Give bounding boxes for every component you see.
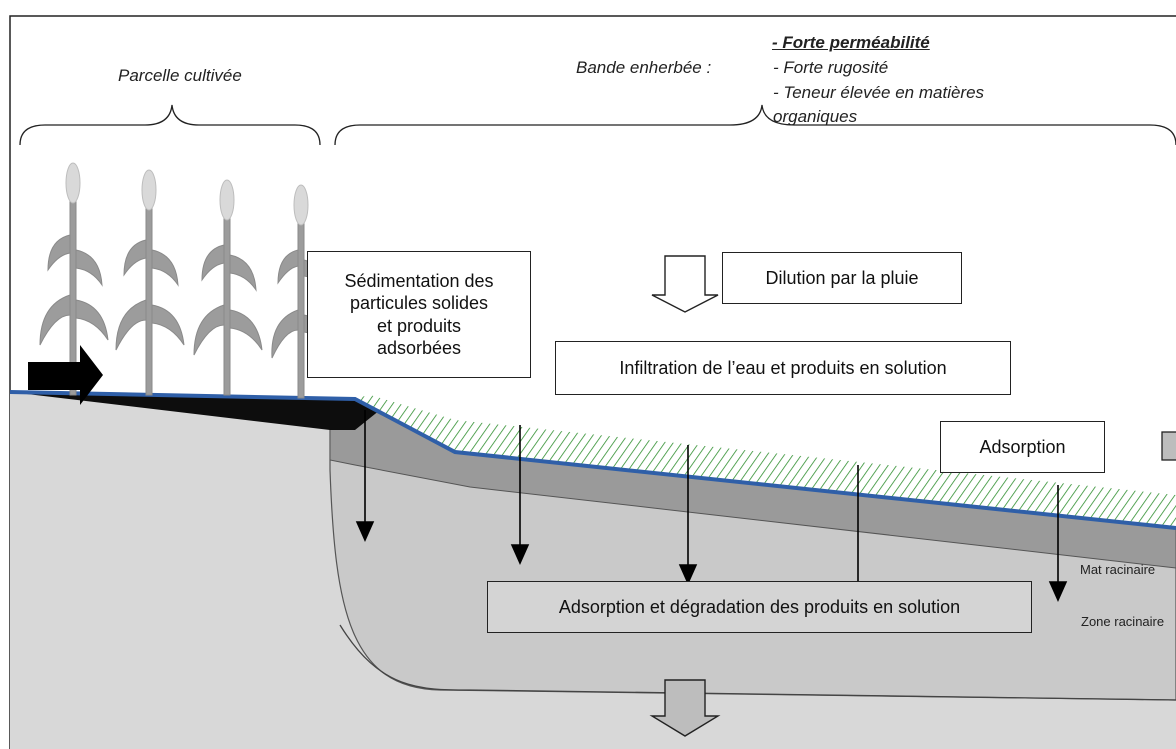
- runoff-arrow: [28, 345, 103, 405]
- sedimentation-line-1: Sédimentation des: [344, 270, 494, 291]
- adsorption-box: Adsorption: [940, 421, 1105, 473]
- root-zone-label: Zone racinaire: [1081, 614, 1165, 629]
- sedimentation-line-4: adsorbées: [376, 338, 462, 358]
- root-mat-label: Mat racinaire: [1080, 562, 1156, 577]
- parcel-brace: [19, 104, 321, 146]
- water-line: [9, 390, 1176, 530]
- adsorption-degradation-box: Adsorption et dégradation des produits e…: [487, 581, 1032, 633]
- property-roughness: - Forte rugosité: [773, 58, 889, 77]
- sedimentation-line-3: et produits: [376, 315, 462, 336]
- infiltration-box: Infiltration de l’eau et produits en sol…: [555, 341, 1011, 395]
- property-organic-matter: - Teneur élevée en matières: [773, 83, 985, 102]
- parcel-label: Parcelle cultivée: [118, 66, 242, 85]
- property-permeability: - Forte perméabilité: [772, 33, 930, 52]
- strip-label: Bande enherbée :: [576, 58, 712, 77]
- strip-brace: [334, 104, 1176, 146]
- grass-strip: [352, 395, 1176, 528]
- frame: [9, 15, 1176, 749]
- drainage-down-arrow: [649, 679, 721, 737]
- rain-down-arrow: [651, 255, 719, 313]
- plant-2: [115, 169, 185, 396]
- dilution-box: Dilution par la pluie: [722, 252, 962, 304]
- plant-3: [193, 179, 263, 396]
- sedimentation-line-2: particules solides: [349, 293, 489, 313]
- sedimentation-box: Sédimentation des particules solides et …: [307, 251, 531, 378]
- edge-box: [1161, 431, 1176, 461]
- root-zone-bottom: [339, 624, 1176, 701]
- property-organic-matter-cont: organiques: [773, 107, 858, 126]
- sediment-wedge: [10, 392, 380, 430]
- plant-1: [39, 162, 109, 396]
